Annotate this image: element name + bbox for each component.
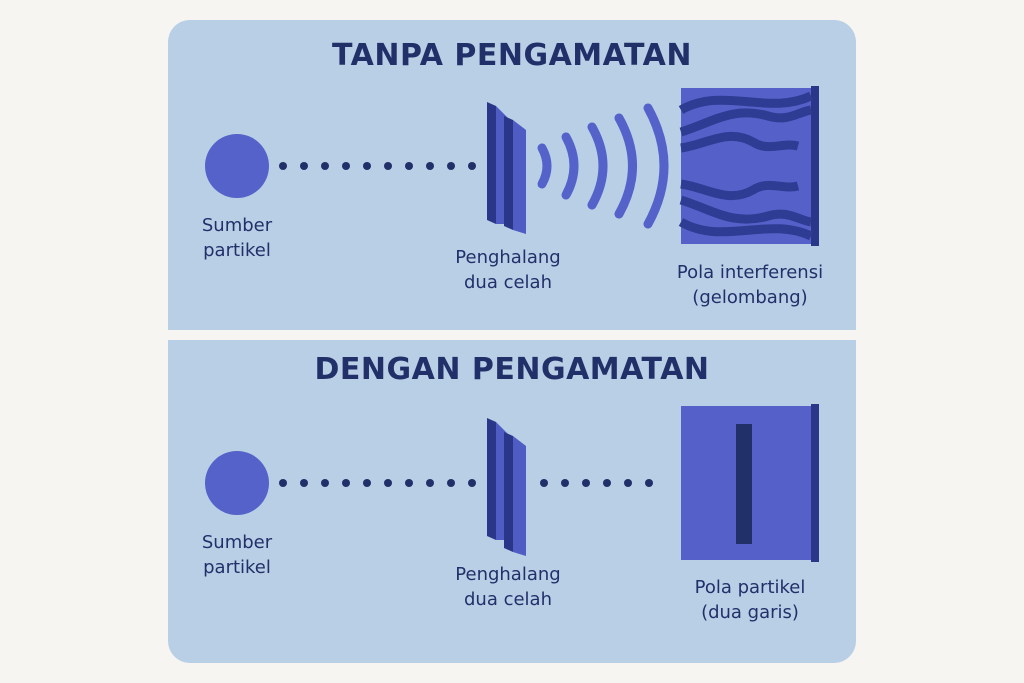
particle-band <box>736 424 752 544</box>
particle-path-dots <box>279 479 476 487</box>
particle-screen <box>681 404 819 562</box>
panel-with-observation: DENGAN PENGAMATAN <box>168 340 856 663</box>
wave-arcs <box>537 103 669 229</box>
panel-title: TANPA PENGAMATAN <box>332 38 692 73</box>
double-slit-barrier <box>487 418 526 556</box>
screen-label: Pola partikel (dua garis) <box>694 577 806 623</box>
particle-path-dots <box>279 162 476 170</box>
particle-source <box>205 134 269 198</box>
barrier-label: Penghalang dua celah <box>455 247 561 293</box>
double-slit-barrier <box>487 102 526 234</box>
particle-source <box>205 451 269 515</box>
source-label: Sumber partikel <box>201 532 273 578</box>
barrier-label: Penghalang dua celah <box>455 564 561 610</box>
panel-without-observation: TANPA PENGAMATAN <box>168 20 856 330</box>
screen-label: Pola interferensi (gelombang) <box>676 262 824 308</box>
interference-screen <box>678 86 819 246</box>
source-label: Sumber partikel <box>201 215 273 261</box>
particle-path-dots-after-slit <box>540 479 653 487</box>
panel-title: DENGAN PENGAMATAN <box>314 352 710 387</box>
top-diagram <box>205 86 819 246</box>
bottom-diagram <box>205 404 819 562</box>
